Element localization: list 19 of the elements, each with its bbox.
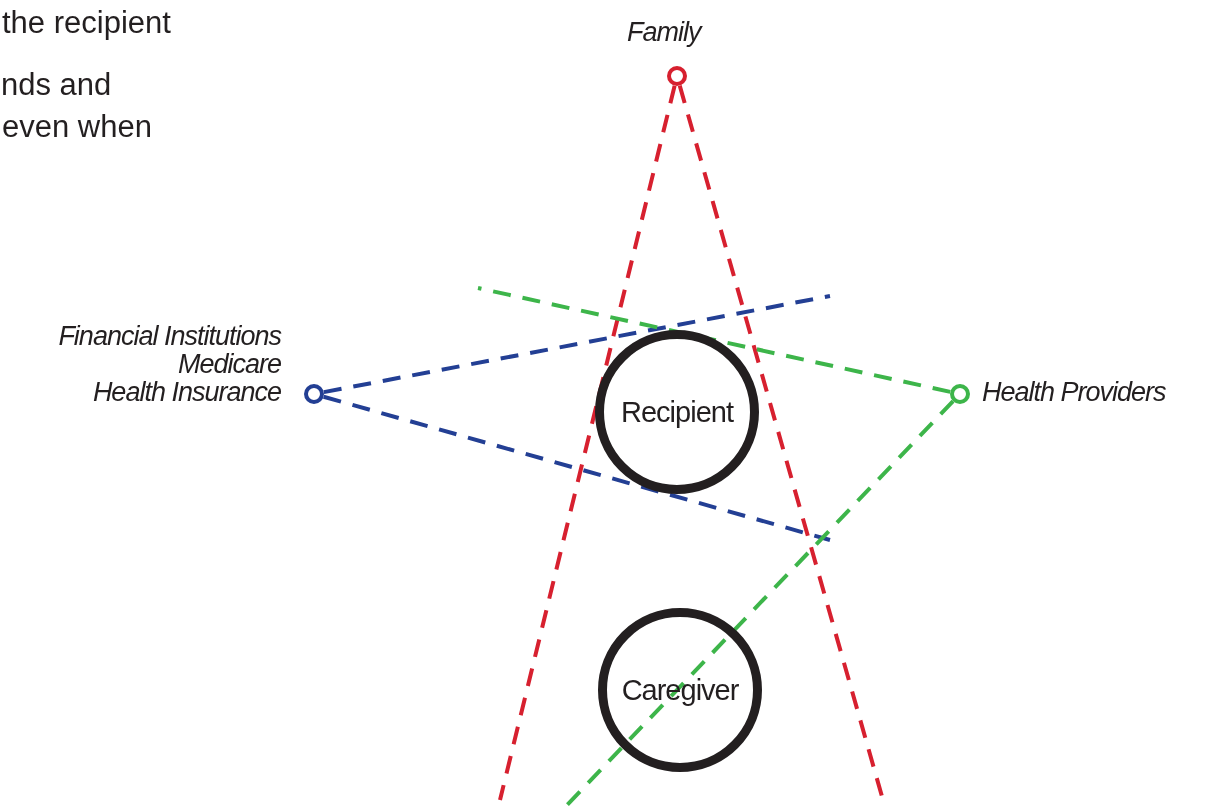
connector-circle xyxy=(667,66,687,86)
node-label: Recipient xyxy=(621,395,733,429)
connector-circle xyxy=(950,384,970,404)
dashed-line xyxy=(498,85,677,801)
node-label: Health Insurance xyxy=(92,378,281,406)
text-fragment: even when xyxy=(2,110,152,144)
node-label: Medicare xyxy=(177,350,281,378)
dashed-line xyxy=(477,286,951,394)
node-label: Family xyxy=(627,18,701,46)
dashed-line xyxy=(565,399,955,807)
person-circle xyxy=(595,330,759,494)
text-fragment: nds and xyxy=(1,68,112,102)
connector-circle xyxy=(304,384,324,404)
dashed-line xyxy=(323,394,831,542)
text-fragment: the recipient xyxy=(2,6,171,40)
node-label: Health Providers xyxy=(982,378,1166,406)
person-circle xyxy=(598,608,762,772)
node-label: Financial Institutions xyxy=(58,322,281,350)
dashed-line xyxy=(323,294,831,395)
